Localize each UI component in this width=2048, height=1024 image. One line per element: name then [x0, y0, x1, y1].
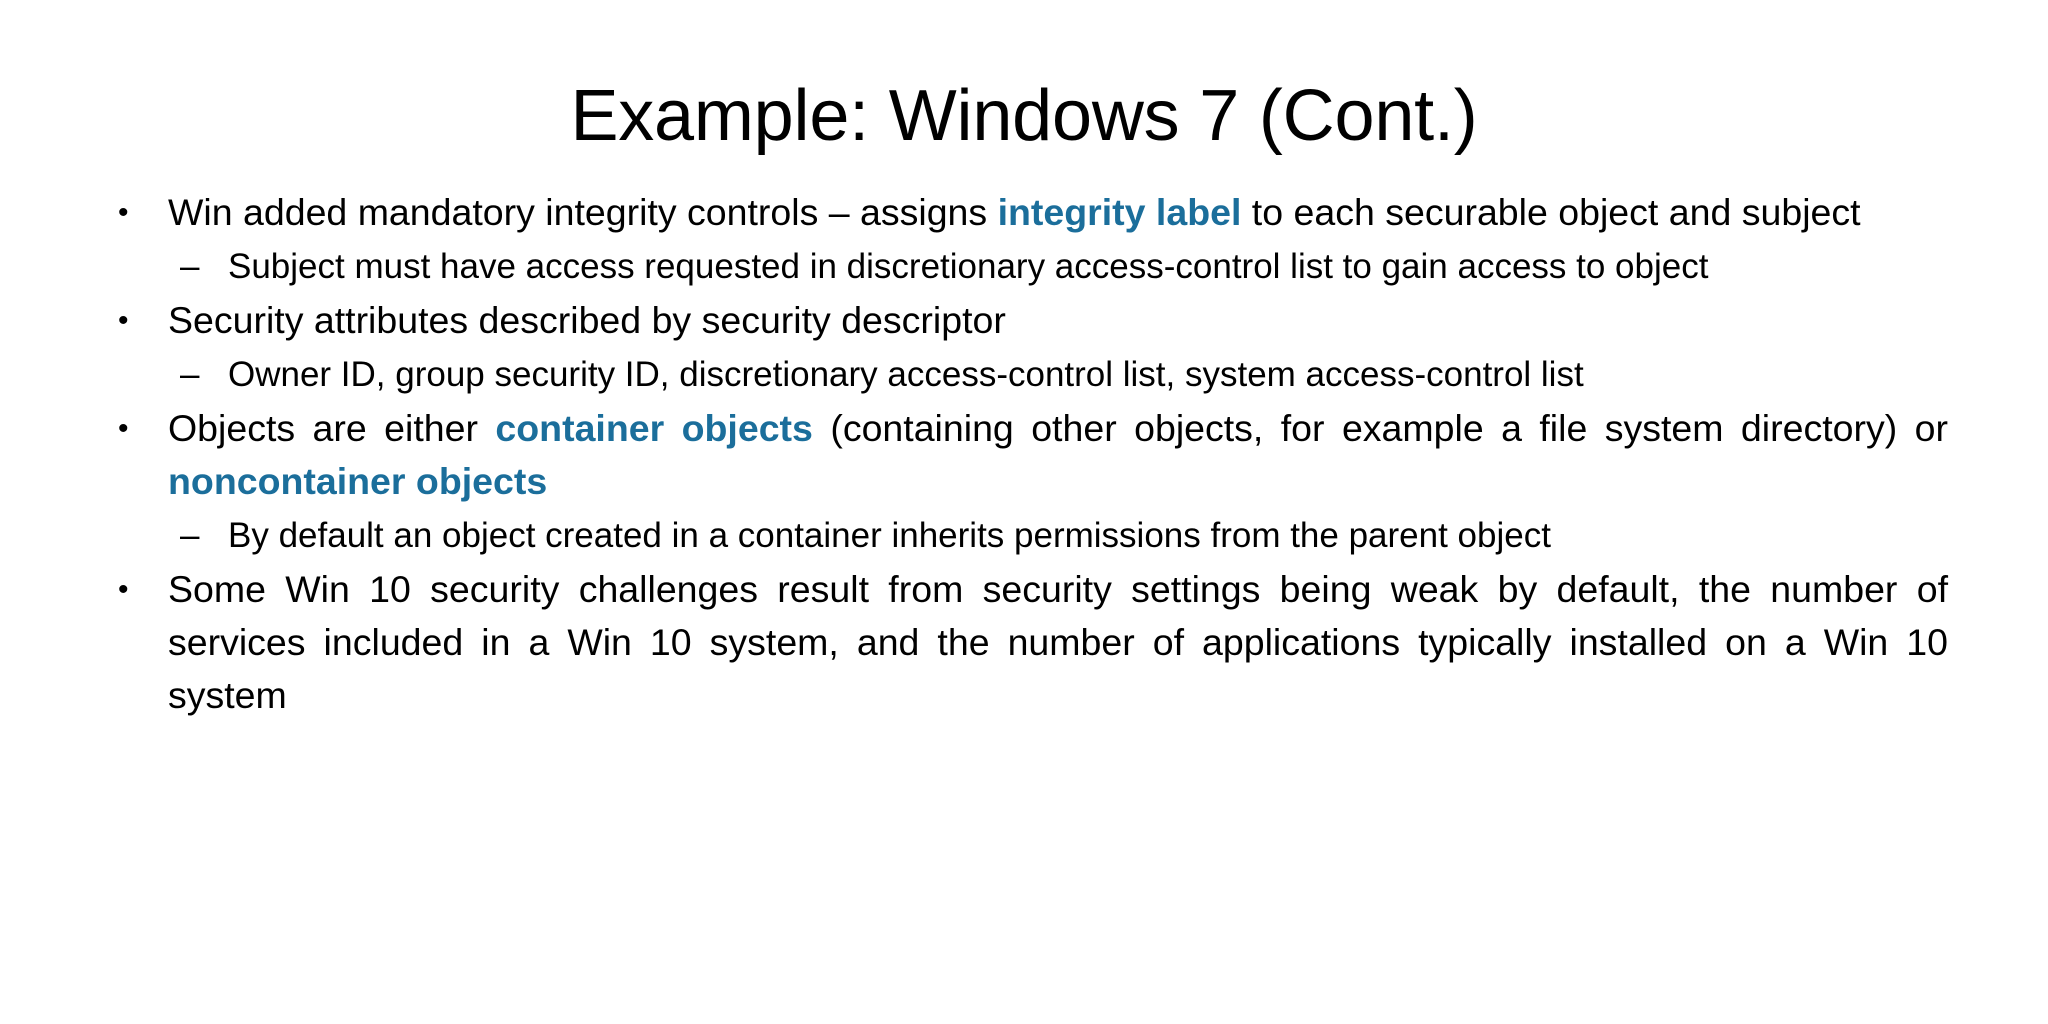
bullet-container-objects: • Objects are either container objects (c…: [108, 402, 1948, 508]
bullet-text-part: Win added mandatory integrity controls –…: [168, 191, 998, 233]
dash-marker-icon: –: [180, 355, 200, 394]
subbullet-text: By default an object created in a contai…: [228, 516, 1551, 555]
bullet-text-part: to each securable object and subject: [1241, 191, 1861, 233]
subbullet-text: Subject must have access requested in di…: [228, 247, 1709, 286]
dash-marker-icon: –: [180, 516, 200, 555]
bullet-text-part: (containing other objects, for example a…: [812, 407, 1948, 449]
bullet-marker-icon: •: [118, 196, 129, 229]
subbullet-inherit-permissions: –By default an object created in a conta…: [108, 510, 1948, 561]
bullet-security-descriptor: • Security attributes described by securi…: [108, 294, 1948, 347]
highlight-integrity-label: integrity label: [997, 191, 1242, 233]
bullet-text: Security attributes described by securit…: [168, 299, 1006, 341]
bullet-text-part: Objects are either: [168, 407, 496, 449]
bullet-marker-icon: •: [118, 573, 129, 606]
subbullet-subject-access-request: –Subject must have access requested in d…: [108, 241, 1948, 292]
slide-title: Example: Windows 7 (Cont.): [570, 76, 1478, 157]
subbullet-descriptor-fields: –Owner ID, group security ID, discretion…: [108, 349, 1948, 400]
dash-marker-icon: –: [180, 247, 200, 286]
bullet-win10-challenges: • Some Win 10 security challenges result …: [108, 563, 1948, 722]
highlight-noncontainer-objects: noncontainer objects: [168, 460, 548, 502]
bullet-text: Some Win 10 security challenges result f…: [168, 568, 1948, 716]
bullet-integrity-controls: • Win added mandatory integrity controls …: [108, 186, 1948, 239]
slide-body: • Win added mandatory integrity controls …: [108, 186, 1948, 724]
highlight-container-objects: container objects: [495, 407, 813, 449]
bullet-marker-icon: •: [118, 304, 129, 337]
subbullet-text: Owner ID, group security ID, discretiona…: [228, 355, 1584, 394]
bullet-marker-icon: •: [118, 412, 129, 445]
